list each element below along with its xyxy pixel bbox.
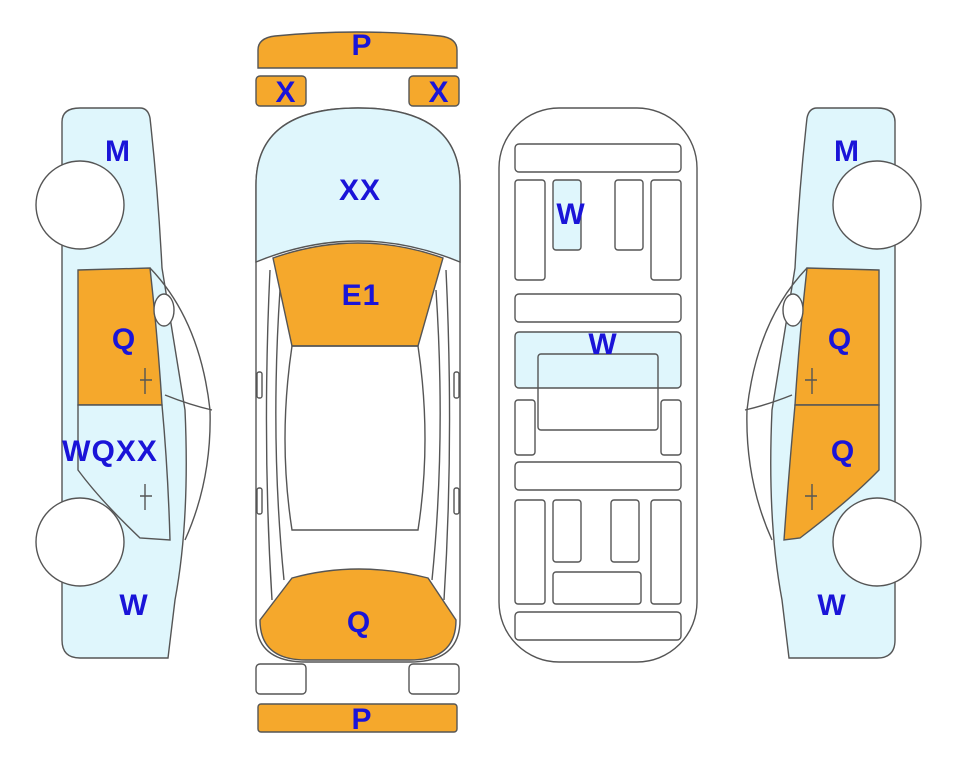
front-light-right-label: X — [428, 76, 450, 109]
front-bumper-part — [257, 31, 458, 69]
right-side-view — [744, 107, 922, 659]
rear-light-left-part — [255, 663, 307, 695]
left-rear-door-part — [77, 404, 171, 541]
underbody-outline — [498, 107, 698, 663]
left-side-view — [35, 107, 213, 659]
rear-window-part — [259, 568, 457, 661]
right-rear-door-label: Q — [830, 435, 856, 468]
right-rear-wheel — [832, 497, 922, 587]
rear-bumper-part — [257, 703, 458, 733]
front-light-left-part — [255, 75, 307, 107]
underbody-w1-part — [552, 179, 582, 251]
right-front-door-label: Q — [827, 323, 853, 356]
front-light-right-part — [408, 75, 460, 107]
underbody-w2-part — [514, 331, 682, 389]
left-rear-door-label: WQXX — [62, 435, 158, 468]
right-top-label: M — [834, 135, 860, 168]
windshield-label: E1 — [341, 279, 381, 312]
left-top-label: M — [105, 135, 131, 168]
right-front-wheel — [832, 160, 922, 250]
underbody-w2-label: W — [588, 328, 618, 361]
top-view — [255, 31, 461, 733]
hood-label: XX — [338, 174, 382, 207]
left-front-wheel — [35, 160, 125, 250]
left-rear-wheel — [35, 497, 125, 587]
front-bumper-label: P — [351, 29, 373, 62]
hood-part — [255, 107, 461, 264]
rear-window-label: Q — [346, 606, 372, 639]
front-light-left-label: X — [275, 76, 297, 109]
windshield-part — [272, 242, 444, 347]
left-front-door-label: Q — [111, 323, 137, 356]
right-rear-door-part — [783, 404, 880, 541]
rear-light-right-part — [408, 663, 460, 695]
underbody-view — [498, 107, 698, 663]
rear-bumper-label: P — [351, 703, 373, 736]
underbody-w1-label: W — [556, 198, 586, 231]
right-bottom-label: W — [817, 589, 847, 622]
left-bottom-label: W — [119, 589, 149, 622]
